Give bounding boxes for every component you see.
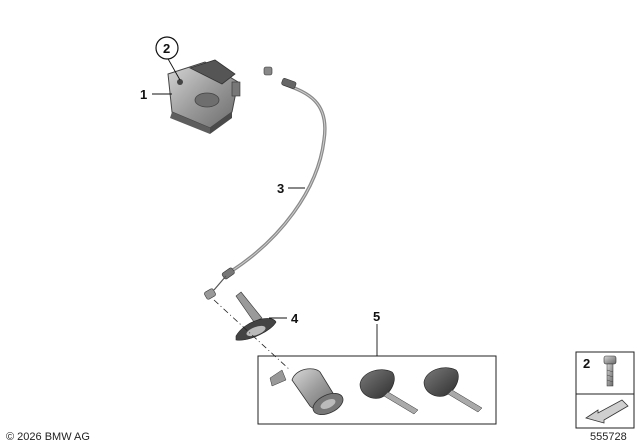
diagram-number: 555728 xyxy=(590,431,627,443)
copyright-text: © 2026 BMW AG xyxy=(6,431,90,443)
callout-1: 1 xyxy=(140,87,147,102)
lock-mechanism-part xyxy=(167,59,241,134)
guide-lines xyxy=(213,299,291,371)
bracket-part xyxy=(235,291,277,341)
key-part xyxy=(359,369,419,415)
callout-4: 4 xyxy=(291,311,299,326)
callout-2: 2 xyxy=(163,41,170,56)
legend-callout-2: 2 xyxy=(583,356,590,371)
callout-3: 3 xyxy=(277,181,284,196)
lock-cylinder-part xyxy=(269,368,344,415)
key-part xyxy=(423,367,483,413)
release-cable-part xyxy=(204,66,327,300)
callout-5: 5 xyxy=(373,309,380,324)
leader-lines xyxy=(152,56,378,356)
screw-icon xyxy=(603,355,617,387)
legend-box: 2 xyxy=(575,351,635,429)
lock-set-box xyxy=(257,355,497,425)
arrow-icon xyxy=(585,399,629,424)
callout-2-circle xyxy=(155,36,179,60)
